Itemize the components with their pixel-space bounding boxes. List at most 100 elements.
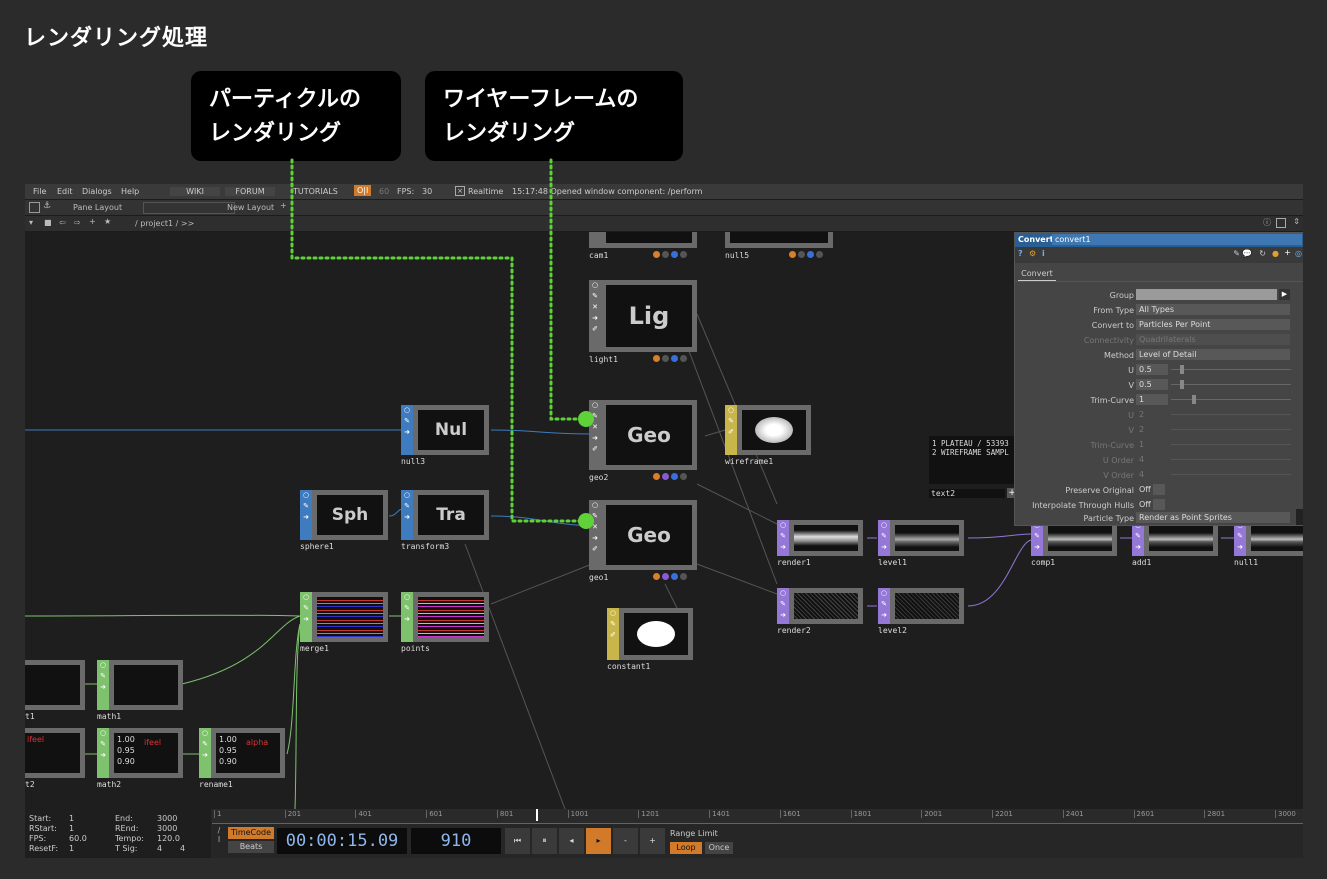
node-math2[interactable]: ○✎➜ 1.00 0.95 0.90 ifeel math2 (97, 728, 185, 790)
display-icon[interactable]: ➜ (303, 513, 309, 521)
bypass-icon[interactable]: ✕ (592, 303, 598, 311)
circle-icon[interactable]: ○ (591, 501, 599, 509)
node-level1[interactable]: ○✎➜ level1 (878, 520, 968, 570)
slider-track[interactable] (1171, 399, 1291, 400)
target-icon[interactable]: ◎ (1295, 249, 1302, 258)
node-constant1[interactable]: ○✎✐ constant1 (607, 608, 697, 672)
display-icon[interactable]: ➜ (1034, 543, 1040, 551)
pause-icon[interactable]: ⏸ (532, 828, 557, 854)
pencil-icon[interactable]: ✎ (780, 600, 786, 608)
circle-icon[interactable]: ○ (403, 491, 411, 499)
split-icon[interactable]: ⇕ (1293, 217, 1300, 226)
param-dropdown[interactable]: Level of Detail (1136, 349, 1290, 360)
add-icon[interactable]: + (1284, 248, 1291, 257)
node-t2[interactable]: ifeel t2 (25, 728, 85, 790)
tab-convert[interactable]: Convert (1018, 267, 1056, 281)
tempo-value[interactable]: 120.0 (157, 834, 180, 843)
help-icon[interactable]: ? (1018, 249, 1023, 258)
param-dropdown[interactable]: Render as Point Sprites (1136, 512, 1290, 523)
node-math1[interactable]: ○✎➜ math1 (97, 660, 185, 722)
display-icon[interactable]: ➜ (780, 611, 786, 619)
slider-track[interactable] (1171, 369, 1291, 370)
pencil-icon[interactable]: ✎ (592, 292, 598, 300)
circle-icon[interactable]: ○ (880, 521, 888, 529)
rstart-value[interactable]: 1 (69, 824, 75, 833)
node-cam1[interactable]: cam1 (589, 232, 699, 262)
minus-icon[interactable]: - (613, 828, 638, 854)
display-icon[interactable]: ➜ (404, 615, 410, 623)
start-value[interactable]: 1 (69, 814, 75, 823)
circle-icon[interactable]: ○ (779, 589, 787, 597)
render-flag-icon[interactable]: ✐ (610, 631, 616, 639)
pencil-icon[interactable]: ✎ (728, 417, 734, 425)
display-icon[interactable]: ➜ (303, 615, 309, 623)
display-icon[interactable]: ➜ (592, 434, 598, 442)
add-icon[interactable]: + (89, 217, 96, 226)
add-pane-icon[interactable]: + (280, 201, 287, 210)
param-dropdown[interactable]: Particles Per Point (1136, 319, 1290, 330)
frame-display[interactable]: 910 (411, 828, 501, 854)
slider-track[interactable] (1171, 429, 1291, 430)
once-button[interactable]: Once (705, 842, 733, 854)
slider-track[interactable] (1171, 414, 1291, 415)
pencil-icon[interactable]: ✎ (303, 604, 309, 612)
pencil-icon[interactable]: ✎ (881, 532, 887, 540)
slider-handle[interactable] (1180, 365, 1184, 374)
bypass-icon[interactable]: ✕ (592, 423, 598, 431)
circle-icon[interactable]: ○ (880, 589, 888, 597)
python-icon[interactable]: ⚙ (1029, 249, 1037, 258)
display-icon[interactable]: ➜ (881, 611, 887, 619)
param-field[interactable]: 2 (1139, 410, 1145, 419)
node-comp1[interactable]: ○✎➜ comp1 (1031, 520, 1121, 570)
slider-track[interactable] (1171, 444, 1291, 445)
pencil-icon[interactable]: ✎ (1034, 532, 1040, 540)
bypass-icon[interactable]: ✕ (592, 523, 598, 531)
pencil-icon[interactable]: ✎ (592, 412, 598, 420)
pencil-icon[interactable]: ✎ (780, 532, 786, 540)
circle-icon[interactable]: ○ (99, 729, 107, 737)
node-flags[interactable] (653, 251, 689, 260)
tsig-a[interactable]: 4 (157, 844, 163, 853)
toggle-slash-icon[interactable]: /I (217, 826, 221, 844)
circle-icon[interactable]: ○ (779, 521, 787, 529)
node-render2[interactable]: ○✎➜ render2 (777, 588, 867, 638)
display-icon[interactable]: ➜ (592, 534, 598, 542)
circle-icon[interactable]: ○ (302, 491, 310, 499)
param-field[interactable] (1136, 289, 1277, 300)
plus-icon[interactable]: + (640, 828, 665, 854)
slider-handle[interactable] (1180, 380, 1184, 389)
display-icon[interactable]: ➜ (1237, 543, 1243, 551)
menu-triangle-icon[interactable]: ▾ (29, 218, 34, 227)
node-add1[interactable]: ○✎➜ add1 (1132, 520, 1222, 570)
realtime-checkbox[interactable]: × (455, 186, 465, 196)
playhead[interactable] (535, 809, 538, 821)
forum-button[interactable]: FORUM (225, 187, 275, 196)
tutorials-button[interactable]: TUTORIALS (293, 187, 338, 196)
play-icon[interactable]: ▶ (1279, 289, 1290, 300)
display-icon[interactable]: ➜ (592, 314, 598, 322)
param-field[interactable]: 2 (1139, 425, 1145, 434)
node-null3[interactable]: ○✎➜ Nul null3 (401, 405, 491, 467)
op-name-field[interactable]: convert1 (1052, 234, 1302, 245)
node-wireframe1[interactable]: ○✎✐ wireframe1 (725, 405, 815, 467)
network-path[interactable]: / project1 / >> (135, 219, 195, 228)
circle-icon[interactable]: ○ (201, 729, 209, 737)
forward-icon[interactable]: ⇨ (74, 218, 81, 227)
pencil-icon[interactable]: ✎ (100, 740, 106, 748)
new-layout-button[interactable]: New Layout (227, 203, 275, 212)
display-icon[interactable]: ➜ (780, 543, 786, 551)
end-value[interactable]: 3000 (157, 814, 178, 823)
menu-file[interactable]: File (33, 187, 47, 196)
display-icon[interactable]: ➜ (1135, 543, 1141, 551)
pencil-icon[interactable]: ✎ (303, 502, 309, 510)
pencil-icon[interactable]: ✎ (404, 417, 410, 425)
fps-value[interactable]: 60.0 (69, 834, 87, 843)
circle-icon[interactable]: ○ (302, 593, 310, 601)
pencil-icon[interactable]: ✎ (404, 604, 410, 612)
timecode-display[interactable]: 00:00:15.09 (277, 828, 407, 854)
node-flags[interactable] (653, 573, 689, 582)
display-icon[interactable]: ➜ (404, 428, 410, 436)
node-null5[interactable]: null5 (725, 232, 835, 262)
display-icon[interactable]: ➜ (404, 513, 410, 521)
